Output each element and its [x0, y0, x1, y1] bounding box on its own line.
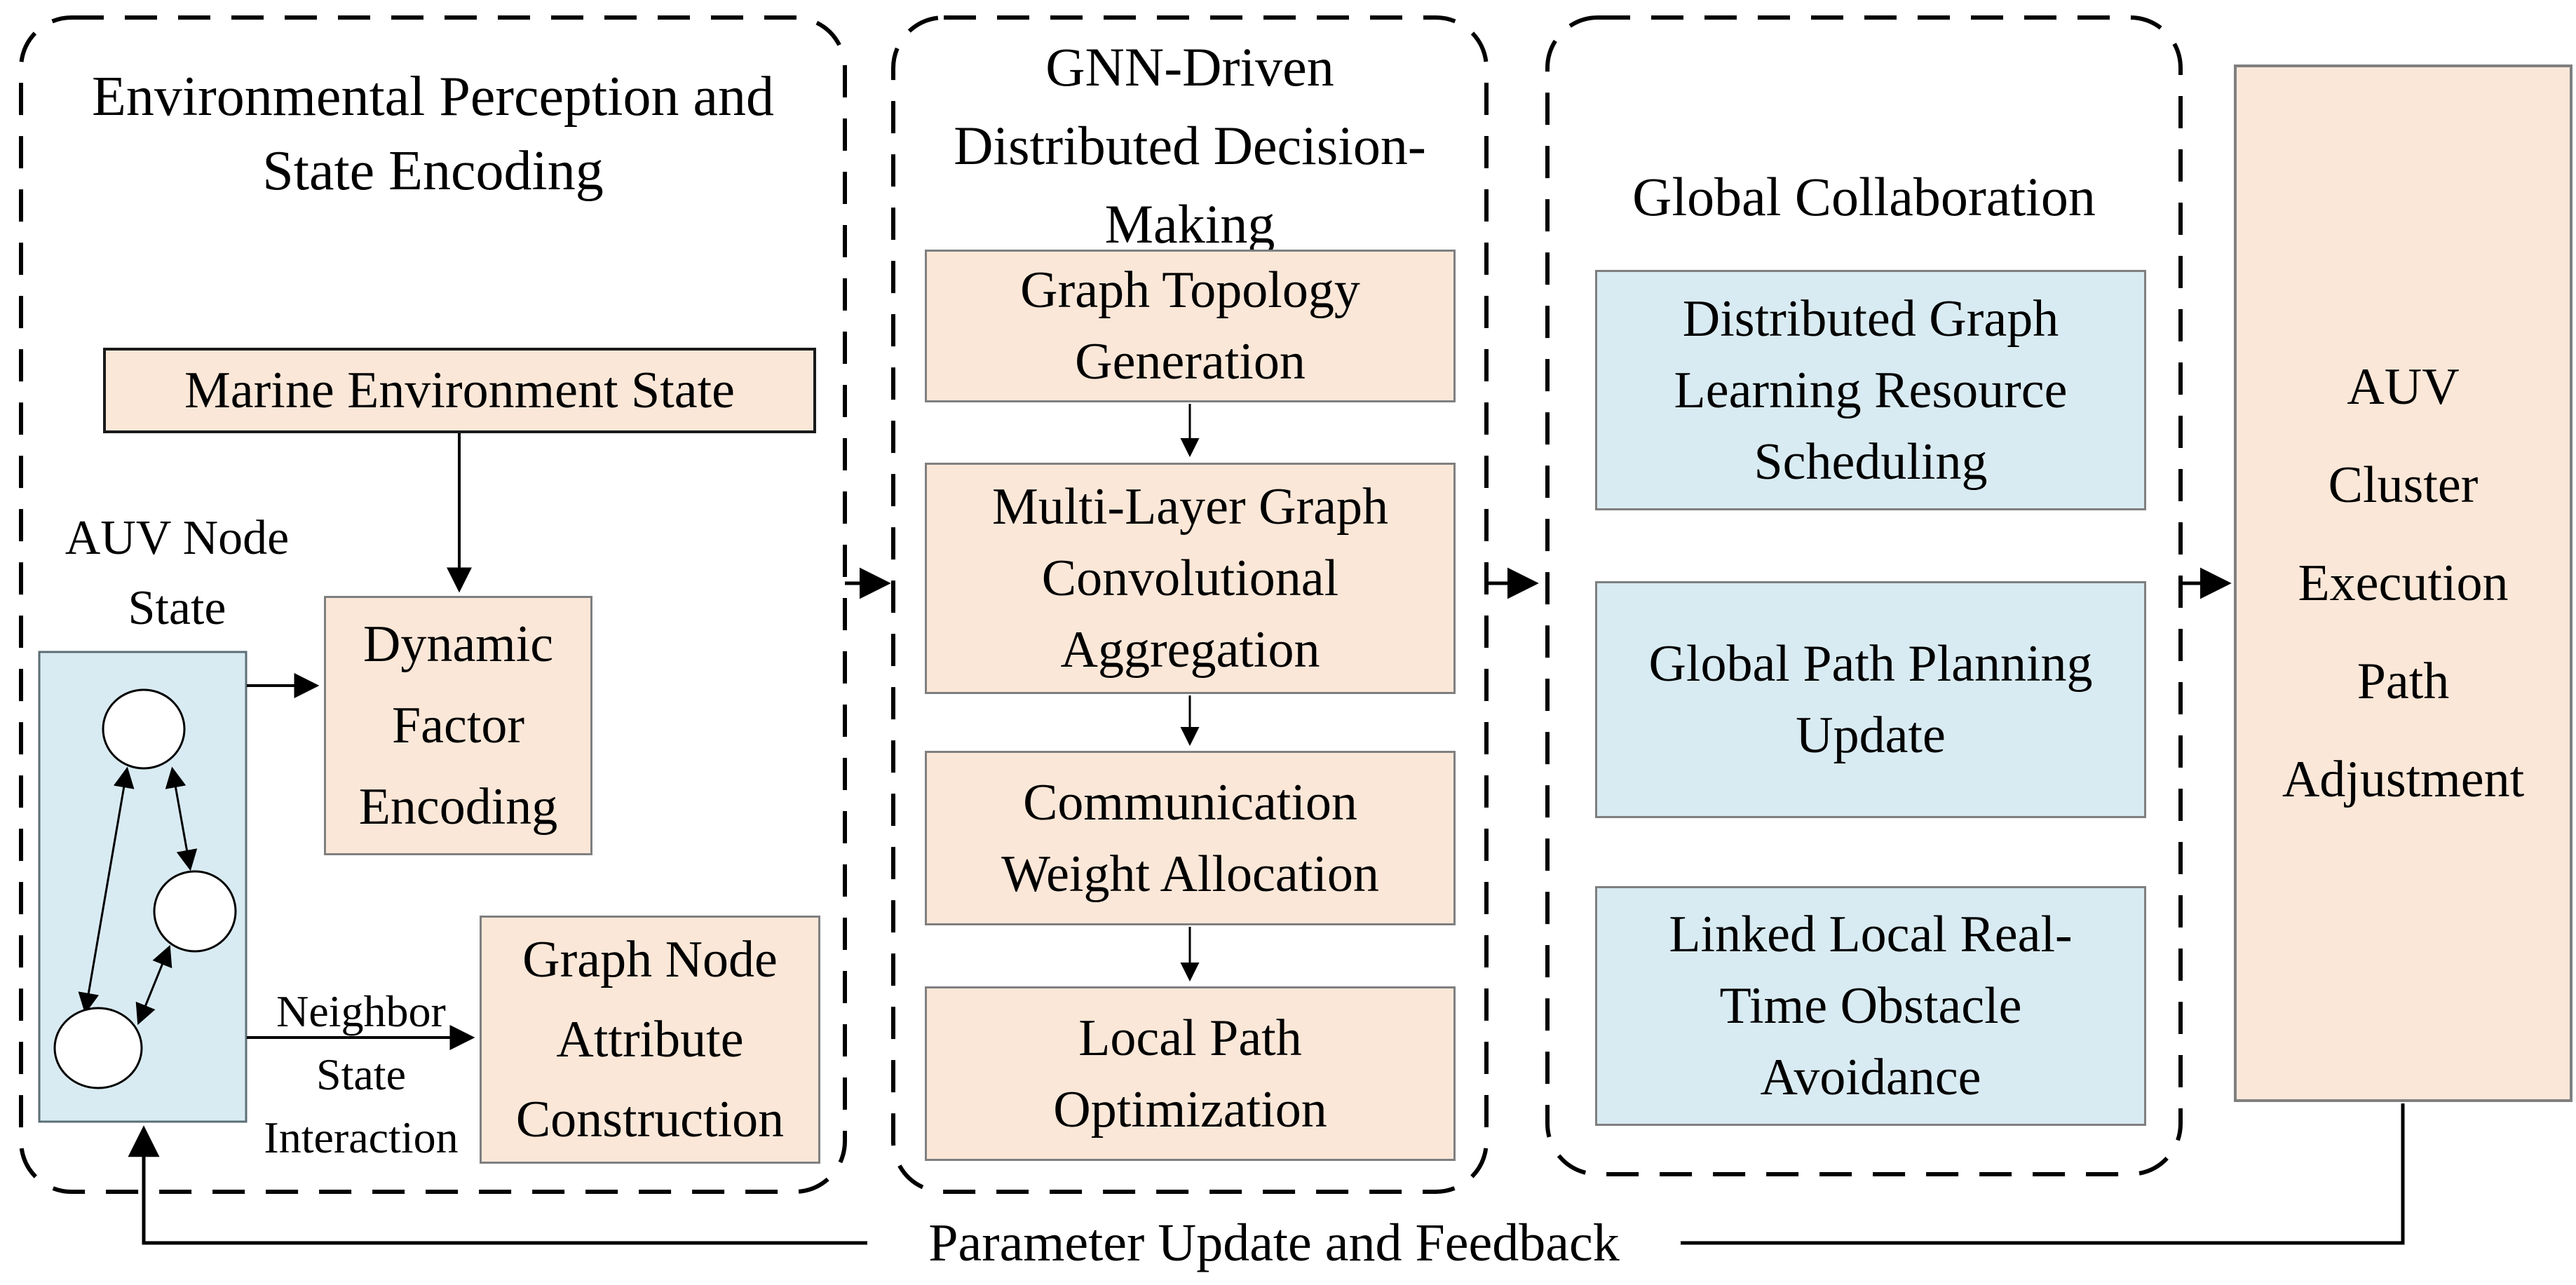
perception-panel-outline	[19, 15, 847, 1194]
box-label: Dynamic	[362, 616, 554, 673]
perception-panel-title: Environmental Perception and State Encod…	[21, 60, 845, 208]
box-label: Generation	[1075, 333, 1306, 390]
box-label: Distributed Graph	[1682, 290, 2059, 348]
box-label: Update	[1796, 707, 1946, 764]
title-line: Global Collaboration	[1632, 166, 2096, 227]
box-label: Execution	[2298, 555, 2509, 612]
label-line: Interaction	[264, 1113, 459, 1162]
collaboration-panel-title: Global Collaboration	[1547, 160, 2181, 234]
box-label: AUV	[2347, 358, 2460, 416]
label-line: AUV Node	[65, 511, 290, 565]
box-label: Cluster	[2328, 456, 2479, 514]
decision-panel-outline	[891, 15, 1489, 1194]
distributed-graph-learning-resource-scheduling-box: Distributed Graph Learning Resource Sche…	[1595, 270, 2146, 510]
auv-node-state-label: AUV Node State	[39, 503, 316, 644]
label-line: Neighbor	[276, 986, 446, 1036]
graph-topology-generation-box: Graph Topology Generation	[925, 250, 1456, 402]
title-line: State Encoding	[262, 140, 604, 202]
box-label: Graph Node	[522, 931, 778, 988]
box-label: Avoidance	[1760, 1049, 1981, 1106]
box-label: Learning Resource	[1674, 361, 2068, 419]
box-label: Scheduling	[1754, 433, 1988, 491]
box-label: Global Path Planning	[1648, 635, 2093, 693]
edge-bottom-middle	[135, 944, 172, 1026]
edge-bottom-top	[78, 766, 135, 1014]
local-path-optimization-box: Local Path Optimization	[925, 986, 1456, 1161]
global-path-planning-update-box: Global Path Planning Update	[1595, 581, 2146, 818]
auv-node-circle-top	[102, 688, 186, 770]
multi-layer-graph-convolutional-aggregation-box: Multi-Layer Graph Convolutional Aggregat…	[925, 463, 1456, 694]
auv-cluster-execution-path-adjustment-box: AUV Cluster Execution Path Adjustment	[2234, 64, 2572, 1102]
linked-local-real-time-obstacle-avoidance-box: Linked Local Real- Time Obstacle Avoidan…	[1595, 886, 2146, 1126]
auv-node-circle-bottom	[53, 1007, 143, 1089]
communication-weight-allocation-box: Communication Weight Allocation	[925, 751, 1456, 925]
label-line: State	[128, 581, 226, 635]
box-label: Multi-Layer Graph	[991, 478, 1389, 536]
box-label: Optimization	[1053, 1080, 1327, 1138]
box-label: Linked Local Real-	[1669, 906, 2073, 963]
box-label: Encoding	[358, 778, 558, 836]
title-line: Environmental Perception and	[91, 66, 775, 128]
auv-node-state-graphic	[38, 651, 248, 1123]
dynamic-factor-encoding-box: Dynamic Factor Encoding	[324, 596, 592, 855]
box-label: Communication	[1023, 773, 1357, 831]
marine-environment-state-box: Marine Environment State	[103, 348, 816, 433]
box-label: Adjustment	[2282, 751, 2525, 808]
parameter-update-feedback-label: Parameter Update and Feedback	[867, 1207, 1681, 1279]
graph-node-attribute-construction-box: Graph Node Attribute Construction	[480, 916, 820, 1164]
box-label: Time Obstacle	[1719, 977, 2022, 1035]
box-label: Path	[2357, 653, 2450, 710]
neighbor-state-interaction-label: Neighbor State Interaction	[242, 980, 480, 1169]
box-label: Factor	[391, 697, 525, 754]
box-label: Weight Allocation	[1001, 845, 1379, 903]
decision-panel-title: GNN-Driven Distributed Decision- Making	[893, 28, 1486, 264]
title-line: Distributed Decision-	[954, 115, 1426, 176]
box-label: Graph Topology	[1020, 261, 1360, 319]
edge-top-middle	[165, 766, 198, 871]
label-line: State	[316, 1049, 406, 1099]
collaboration-panel-outline	[1545, 15, 2183, 1176]
box-label: Construction	[515, 1091, 785, 1148]
title-line: GNN-Driven	[1045, 36, 1334, 97]
title-line: Making	[1104, 193, 1275, 254]
box-label: Aggregation	[1060, 621, 1320, 679]
box-label: Local Path	[1078, 1009, 1302, 1067]
box-label: Marine Environment State	[184, 362, 735, 419]
box-label: Convolutional	[1041, 550, 1339, 607]
box-label: Attribute	[556, 1011, 744, 1068]
auv-node-circle-middle	[153, 870, 237, 953]
